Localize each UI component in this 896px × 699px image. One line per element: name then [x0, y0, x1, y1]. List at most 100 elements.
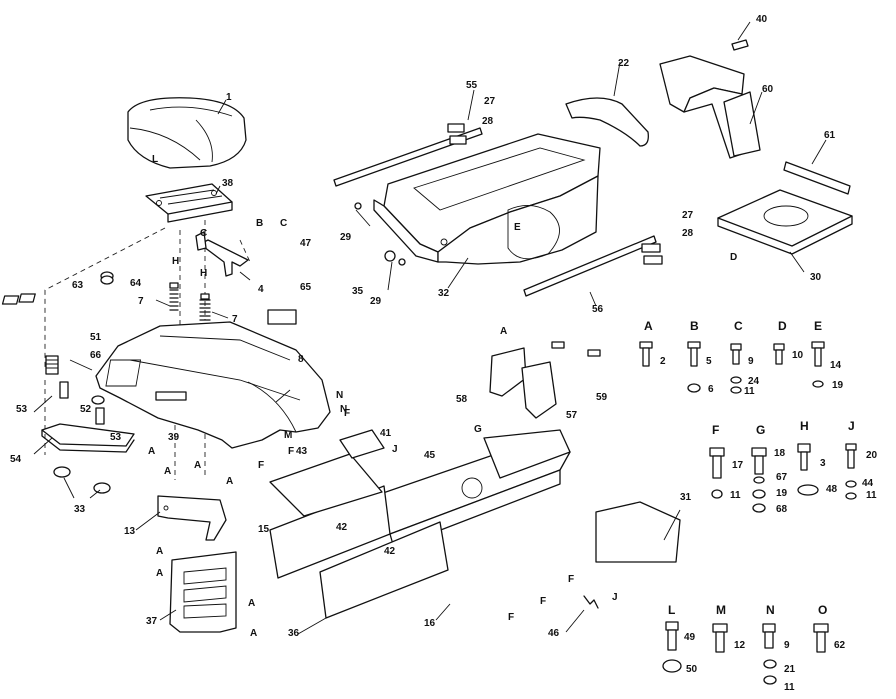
knob-29a [354, 202, 362, 210]
leader-lines [33, 21, 827, 635]
callout-p18: 18 [774, 448, 786, 459]
ref-letter-f: F [258, 460, 264, 471]
callout-p49: 49 [684, 632, 696, 643]
callout-p30: 30 [810, 272, 822, 283]
callout-p28a: 28 [482, 116, 494, 127]
callout-p12: 12 [734, 640, 746, 651]
ref-letter-a: A [148, 446, 155, 457]
callout-p68: 68 [776, 504, 788, 515]
callout-p17: 17 [732, 460, 744, 471]
callout-p63: 63 [72, 280, 84, 291]
callout-p41: 41 [380, 428, 392, 439]
callout-p44: 44 [862, 478, 874, 489]
ref-letter-c: C [280, 218, 287, 229]
hardware-letter-d: D [778, 319, 787, 333]
callout-p40: 40 [756, 14, 768, 25]
callout-p58: 58 [456, 394, 468, 405]
callout-p11c: 11 [866, 490, 877, 501]
callout-p9b: 9 [784, 640, 790, 651]
callout-p11b: 11 [730, 490, 741, 501]
callout-p27a: 27 [484, 96, 496, 107]
engine-plate [717, 189, 853, 255]
ref-letter-f: F [344, 408, 350, 419]
fender [95, 321, 331, 449]
ref-letter-a: A [194, 460, 201, 471]
decal-28b [643, 255, 663, 265]
callout-p54: 54 [10, 454, 22, 465]
callout-p2: 2 [660, 356, 666, 367]
callout-p28b: 28 [682, 228, 694, 239]
hardware-letter-j: J [848, 419, 855, 433]
dash-panel [565, 97, 649, 147]
decal-61 [783, 161, 851, 195]
ref-letter-n: N [340, 404, 347, 415]
callout-p37: 37 [146, 616, 158, 627]
decal-27a [447, 123, 465, 133]
bracket-13 [157, 495, 227, 541]
ref-letter-a: A [156, 568, 163, 579]
callout-p52: 52 [80, 404, 92, 415]
spring-bolts [169, 282, 211, 325]
callout-p55: 55 [466, 80, 478, 91]
ref-letter-a: A [226, 476, 233, 487]
callout-p7b: 7 [232, 314, 238, 325]
ref-letter-l: L [152, 154, 158, 165]
ref-letter-a: A [500, 326, 507, 337]
mount-plate [41, 355, 135, 494]
ref-letter-f: F [288, 446, 294, 457]
callout-p48: 48 [826, 484, 838, 495]
ref-letter-a: A [156, 546, 163, 557]
callout-p19b: 19 [776, 488, 788, 499]
callout-p31: 31 [680, 492, 692, 503]
callout-p66: 66 [90, 350, 102, 361]
ref-letter-j: J [392, 444, 398, 455]
hood [373, 133, 601, 265]
callout-p38: 38 [222, 178, 234, 189]
callout-p47: 47 [300, 238, 312, 249]
callout-p19a: 19 [832, 380, 844, 391]
callout-p29b: 29 [370, 296, 382, 307]
hardware-letter-b: B [690, 319, 699, 333]
callout-p59: 59 [596, 392, 608, 403]
callout-p51: 51 [90, 332, 102, 343]
ref-letter-a: A [250, 628, 257, 639]
callout-p67: 67 [776, 472, 788, 483]
callout-p27b: 27 [682, 210, 694, 221]
hardware-letter-f: F [712, 423, 719, 437]
callout-p9a: 9 [748, 356, 754, 367]
hardware-letter-c: C [734, 319, 743, 333]
rear-panel [659, 55, 761, 159]
frame [269, 429, 681, 619]
small-parts-left [1, 271, 114, 305]
brackets-right [489, 341, 601, 419]
callout-p33: 33 [74, 504, 86, 515]
decal-65 [267, 309, 297, 325]
decal-40 [731, 39, 749, 51]
callout-p46: 46 [548, 628, 560, 639]
hardware-letter-a: A [644, 319, 653, 333]
ref-letter-f: F [568, 574, 574, 585]
clip-46 [583, 595, 599, 609]
hardware-letter-o: O [818, 603, 827, 617]
callout-p39: 39 [168, 432, 180, 443]
callout-p22: 22 [618, 58, 630, 69]
callout-p53a: 53 [16, 404, 28, 415]
callout-p10: 10 [792, 350, 804, 361]
grille [169, 551, 237, 633]
decal-55 [333, 127, 483, 187]
hardware-letter-e: E [814, 319, 822, 333]
hardware-letter-h: H [800, 419, 809, 433]
seat-plate [145, 183, 233, 223]
callout-p16: 16 [424, 618, 436, 629]
ref-letter-j: J [612, 592, 618, 603]
callout-p20: 20 [866, 450, 878, 461]
seat [127, 97, 247, 169]
hardware [639, 341, 857, 685]
ref-letter-f: F [508, 612, 514, 623]
callout-p45: 45 [424, 450, 436, 461]
callout-p42a: 42 [336, 522, 348, 533]
hardware-letter-g: G [756, 423, 765, 437]
